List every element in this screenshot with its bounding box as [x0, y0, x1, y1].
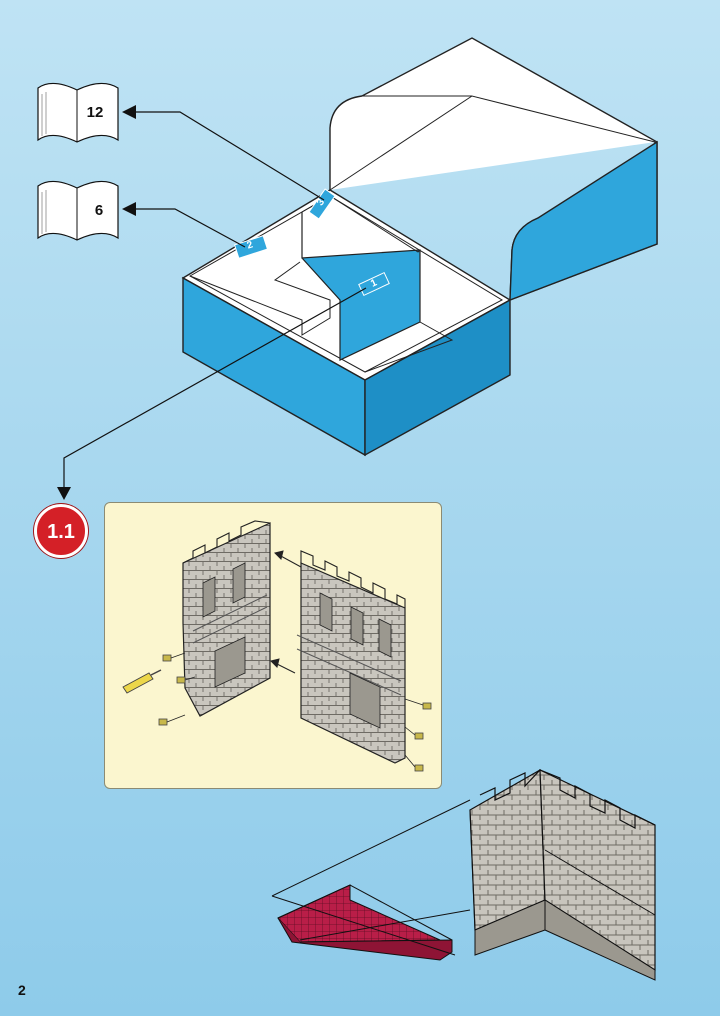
compartment-3-tag	[308, 188, 336, 220]
compartment-1-tag	[358, 271, 390, 297]
step-panel	[104, 502, 442, 789]
page-number: 2	[18, 982, 26, 998]
right-wall-panel	[296, 550, 406, 764]
book-page-label: 6	[94, 202, 104, 219]
assembly-arrows	[270, 550, 302, 674]
leader-lines	[63, 111, 367, 492]
compartment-2-tag	[233, 235, 269, 259]
open-book-icon	[37, 82, 119, 143]
screw-icons-right	[404, 698, 432, 772]
box-base	[181, 188, 512, 457]
screw-icons-left	[158, 652, 196, 726]
box-lid	[329, 37, 658, 302]
step-number: 1.1	[47, 521, 75, 543]
arrowheads	[57, 105, 136, 500]
wall-assembly-illustration	[122, 520, 432, 772]
left-wall-panel	[182, 520, 271, 717]
book-page-label: 12	[86, 104, 104, 121]
open-book-icon	[37, 180, 119, 241]
assembled-corner	[271, 768, 656, 981]
step-badge: 1.1	[34, 504, 88, 558]
screwdriver-icon	[122, 669, 162, 694]
